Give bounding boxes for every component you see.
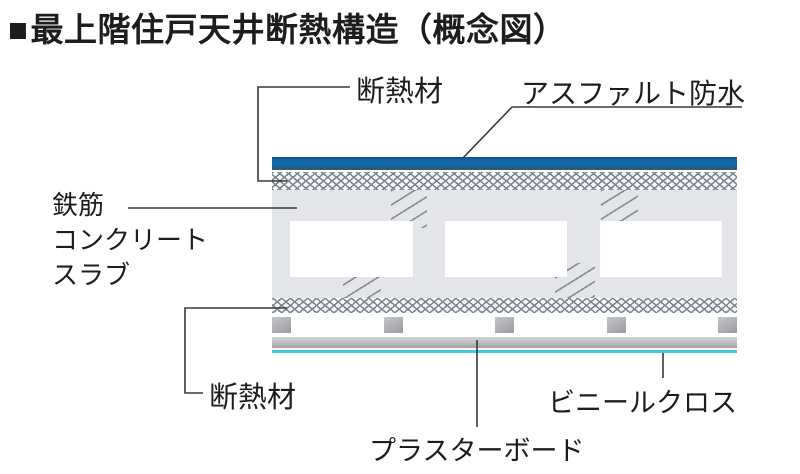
label-rc-slab-line2: コンクリート (52, 226, 209, 255)
label-rc-slab-line1: 鉄筋 (52, 191, 105, 220)
ceiling-section-diagram (272, 157, 737, 353)
label-rc-slab: 鉄筋 コンクリート スラブ (52, 188, 208, 293)
layer-insulation-bottom (272, 298, 737, 313)
ceiling-stud (383, 317, 403, 333)
layer-asphalt-waterproofing (272, 157, 737, 170)
label-plasterboard: プラスターボード (369, 436, 585, 466)
black-square-icon: ■ (8, 13, 29, 49)
label-asphalt-waterproofing: アスファルト防水 (521, 79, 746, 110)
leader-asphalt-waterproofing (461, 106, 742, 160)
layer-plasterboard (272, 337, 737, 348)
ceiling-stud (272, 317, 291, 333)
page-title-text: 最上階住戸天井断熱構造（概念図） (30, 13, 567, 49)
label-insulation-bottom: 断熱材 (209, 382, 297, 414)
slab-void (600, 221, 722, 277)
layer-vinyl-cloth (272, 350, 737, 353)
layer-insulation-top (272, 172, 737, 190)
slab-void (445, 221, 567, 277)
ceiling-studs (272, 317, 737, 333)
slab-void (290, 221, 413, 277)
label-vinyl-cloth: ビニールクロス (548, 388, 737, 418)
ceiling-stud (606, 317, 626, 333)
ceiling-stud (718, 317, 737, 333)
ceiling-stud (495, 317, 514, 333)
label-insulation-top: 断熱材 (356, 76, 444, 108)
label-rc-slab-line3: スラブ (52, 261, 131, 290)
layer-rc-slab (272, 190, 737, 298)
page-title: ■最上階住戸天井断熱構造（概念図） (8, 3, 566, 51)
